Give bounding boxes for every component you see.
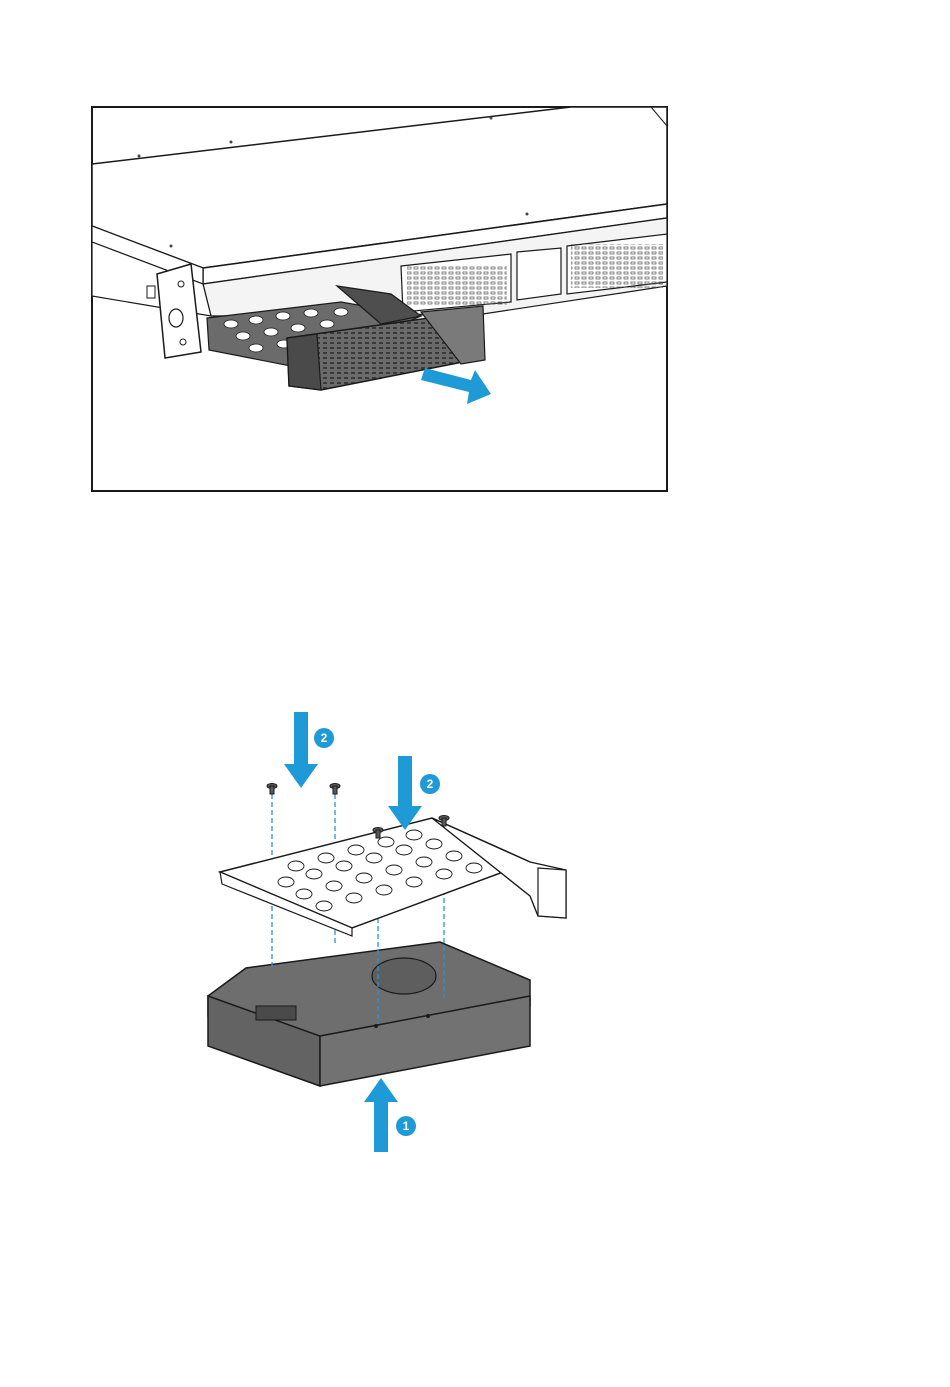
step-badge-2b: 2 <box>427 777 434 791</box>
hard-drive <box>208 942 530 1086</box>
rack-illustration <box>91 106 668 492</box>
install-illustration: 2 2 1 <box>200 706 570 1156</box>
step-badge-1: 1 <box>403 1119 410 1133</box>
up-arrow-icon: 1 <box>364 1078 416 1152</box>
step-badge-2a: 2 <box>321 731 328 745</box>
drive-installation-figure: 2 2 1 <box>200 706 570 1156</box>
down-arrow-icon: 2 <box>284 712 334 788</box>
rack-tray-removal-figure <box>91 106 668 492</box>
drive-bay-3 <box>517 248 561 300</box>
